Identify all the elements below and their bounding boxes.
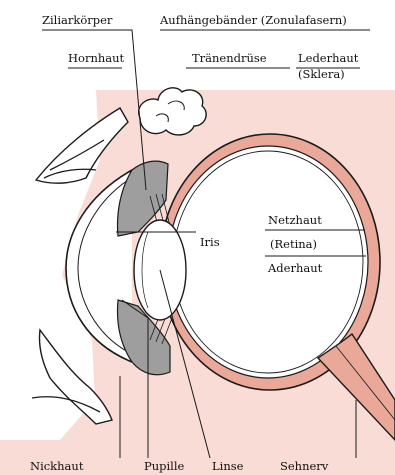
label-traenendruese: Tränendrüse [192, 51, 267, 65]
label-linse: Linse [212, 459, 244, 473]
label-iris: Iris [200, 235, 220, 249]
label-retina: (Retina) [270, 237, 317, 251]
label-pupille: Pupille [144, 459, 185, 473]
label-lederhaut: Lederhaut [298, 51, 359, 65]
label-nickhaut: Nickhaut [30, 459, 84, 473]
label-ziliarkoerper: Ziliarkörper [42, 13, 113, 27]
label-hornhaut: Hornhaut [68, 51, 125, 65]
label-sklera: (Sklera) [298, 67, 345, 81]
label-netzhaut: Netzhaut [268, 213, 322, 227]
label-aderhaut: Aderhaut [267, 261, 323, 275]
label-aufhaengebaender: Aufhängebänder (Zonulafasern) [159, 13, 347, 27]
label-sehnerv: Sehnerv [280, 459, 329, 473]
